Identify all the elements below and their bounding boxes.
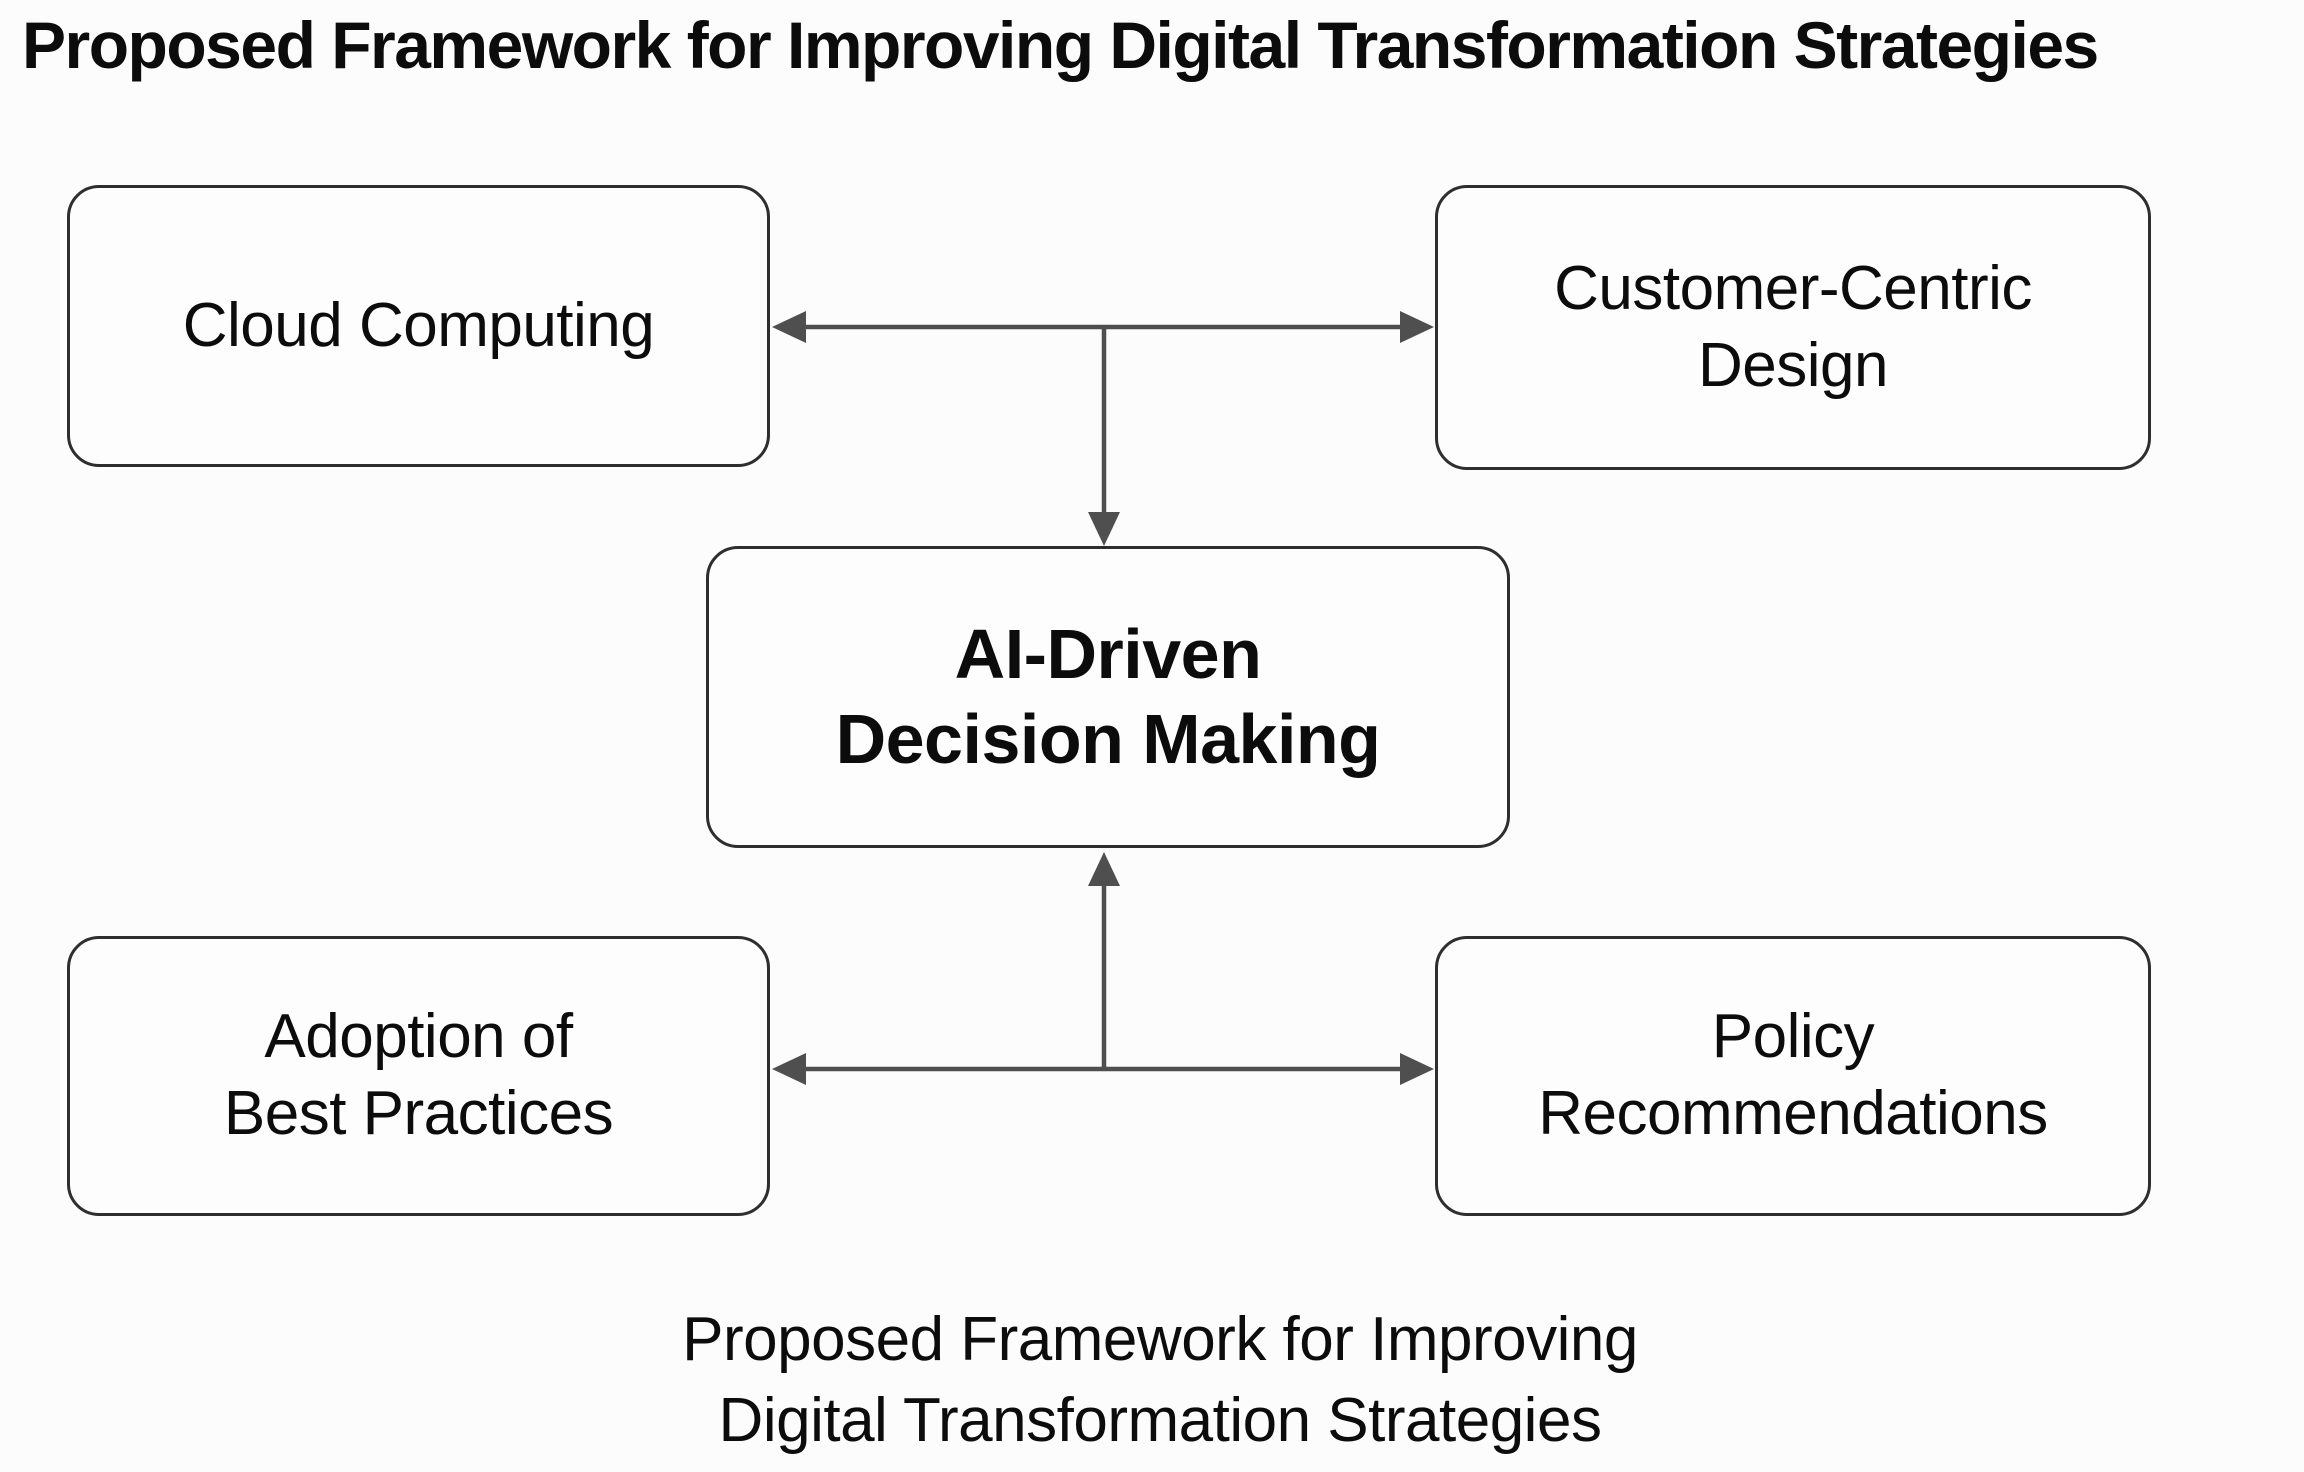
node-adoption-of-best-practices-label: Adoption of Best Practices [223, 999, 614, 1153]
node-label-line: AI-Driven [954, 614, 1262, 693]
figure-caption-line-2: Digital Transformation Strategies [718, 1385, 1602, 1455]
node-policy-recommendations: Policy Recommendations [1435, 936, 2151, 1216]
node-label-line: Customer-Centric [1554, 253, 2032, 323]
arrowhead-left-into-adoption-of-best-practices-icon [772, 1053, 806, 1085]
node-customer-centric-design-label: Customer-Centric Design [1554, 251, 2032, 405]
arrowhead-up-into-ai-driven-decision-making-icon [1088, 852, 1120, 886]
node-label-line: Cloud Computing [182, 290, 655, 360]
node-cloud-computing-label: Cloud Computing [183, 288, 655, 365]
arrowhead-left-into-cloud-computing-icon [772, 311, 806, 343]
page-title: Proposed Framework for Improving Digital… [22, 8, 2099, 82]
node-label-line: Design [1698, 330, 1888, 400]
arrowhead-right-into-policy-recommendations-icon [1400, 1053, 1434, 1085]
node-policy-recommendations-label: Policy Recommendations [1538, 999, 2048, 1153]
node-adoption-of-best-practices: Adoption of Best Practices [67, 936, 770, 1216]
node-label-line: Best Practices [223, 1079, 614, 1148]
figure-caption-line-1: Proposed Framework for Improving [682, 1305, 1638, 1374]
arrowhead-down-into-ai-driven-decision-making-icon [1088, 512, 1120, 546]
node-customer-centric-design: Customer-Centric Design [1435, 185, 2151, 470]
node-label-line: Decision Making [835, 700, 1381, 778]
node-label-line: Recommendations [1538, 1079, 2048, 1148]
figure-caption: Proposed Framework for Improving Digital… [0, 1300, 2304, 1461]
node-label-line: Adoption of [264, 1002, 573, 1072]
node-ai-driven-decision-making: AI-Driven Decision Making [706, 546, 1510, 848]
node-label-line: Policy [1711, 1002, 1875, 1072]
arrowhead-right-into-customer-centric-design-icon [1400, 311, 1434, 343]
node-cloud-computing: Cloud Computing [67, 185, 770, 467]
node-ai-driven-decision-making-label: AI-Driven Decision Making [836, 612, 1381, 783]
